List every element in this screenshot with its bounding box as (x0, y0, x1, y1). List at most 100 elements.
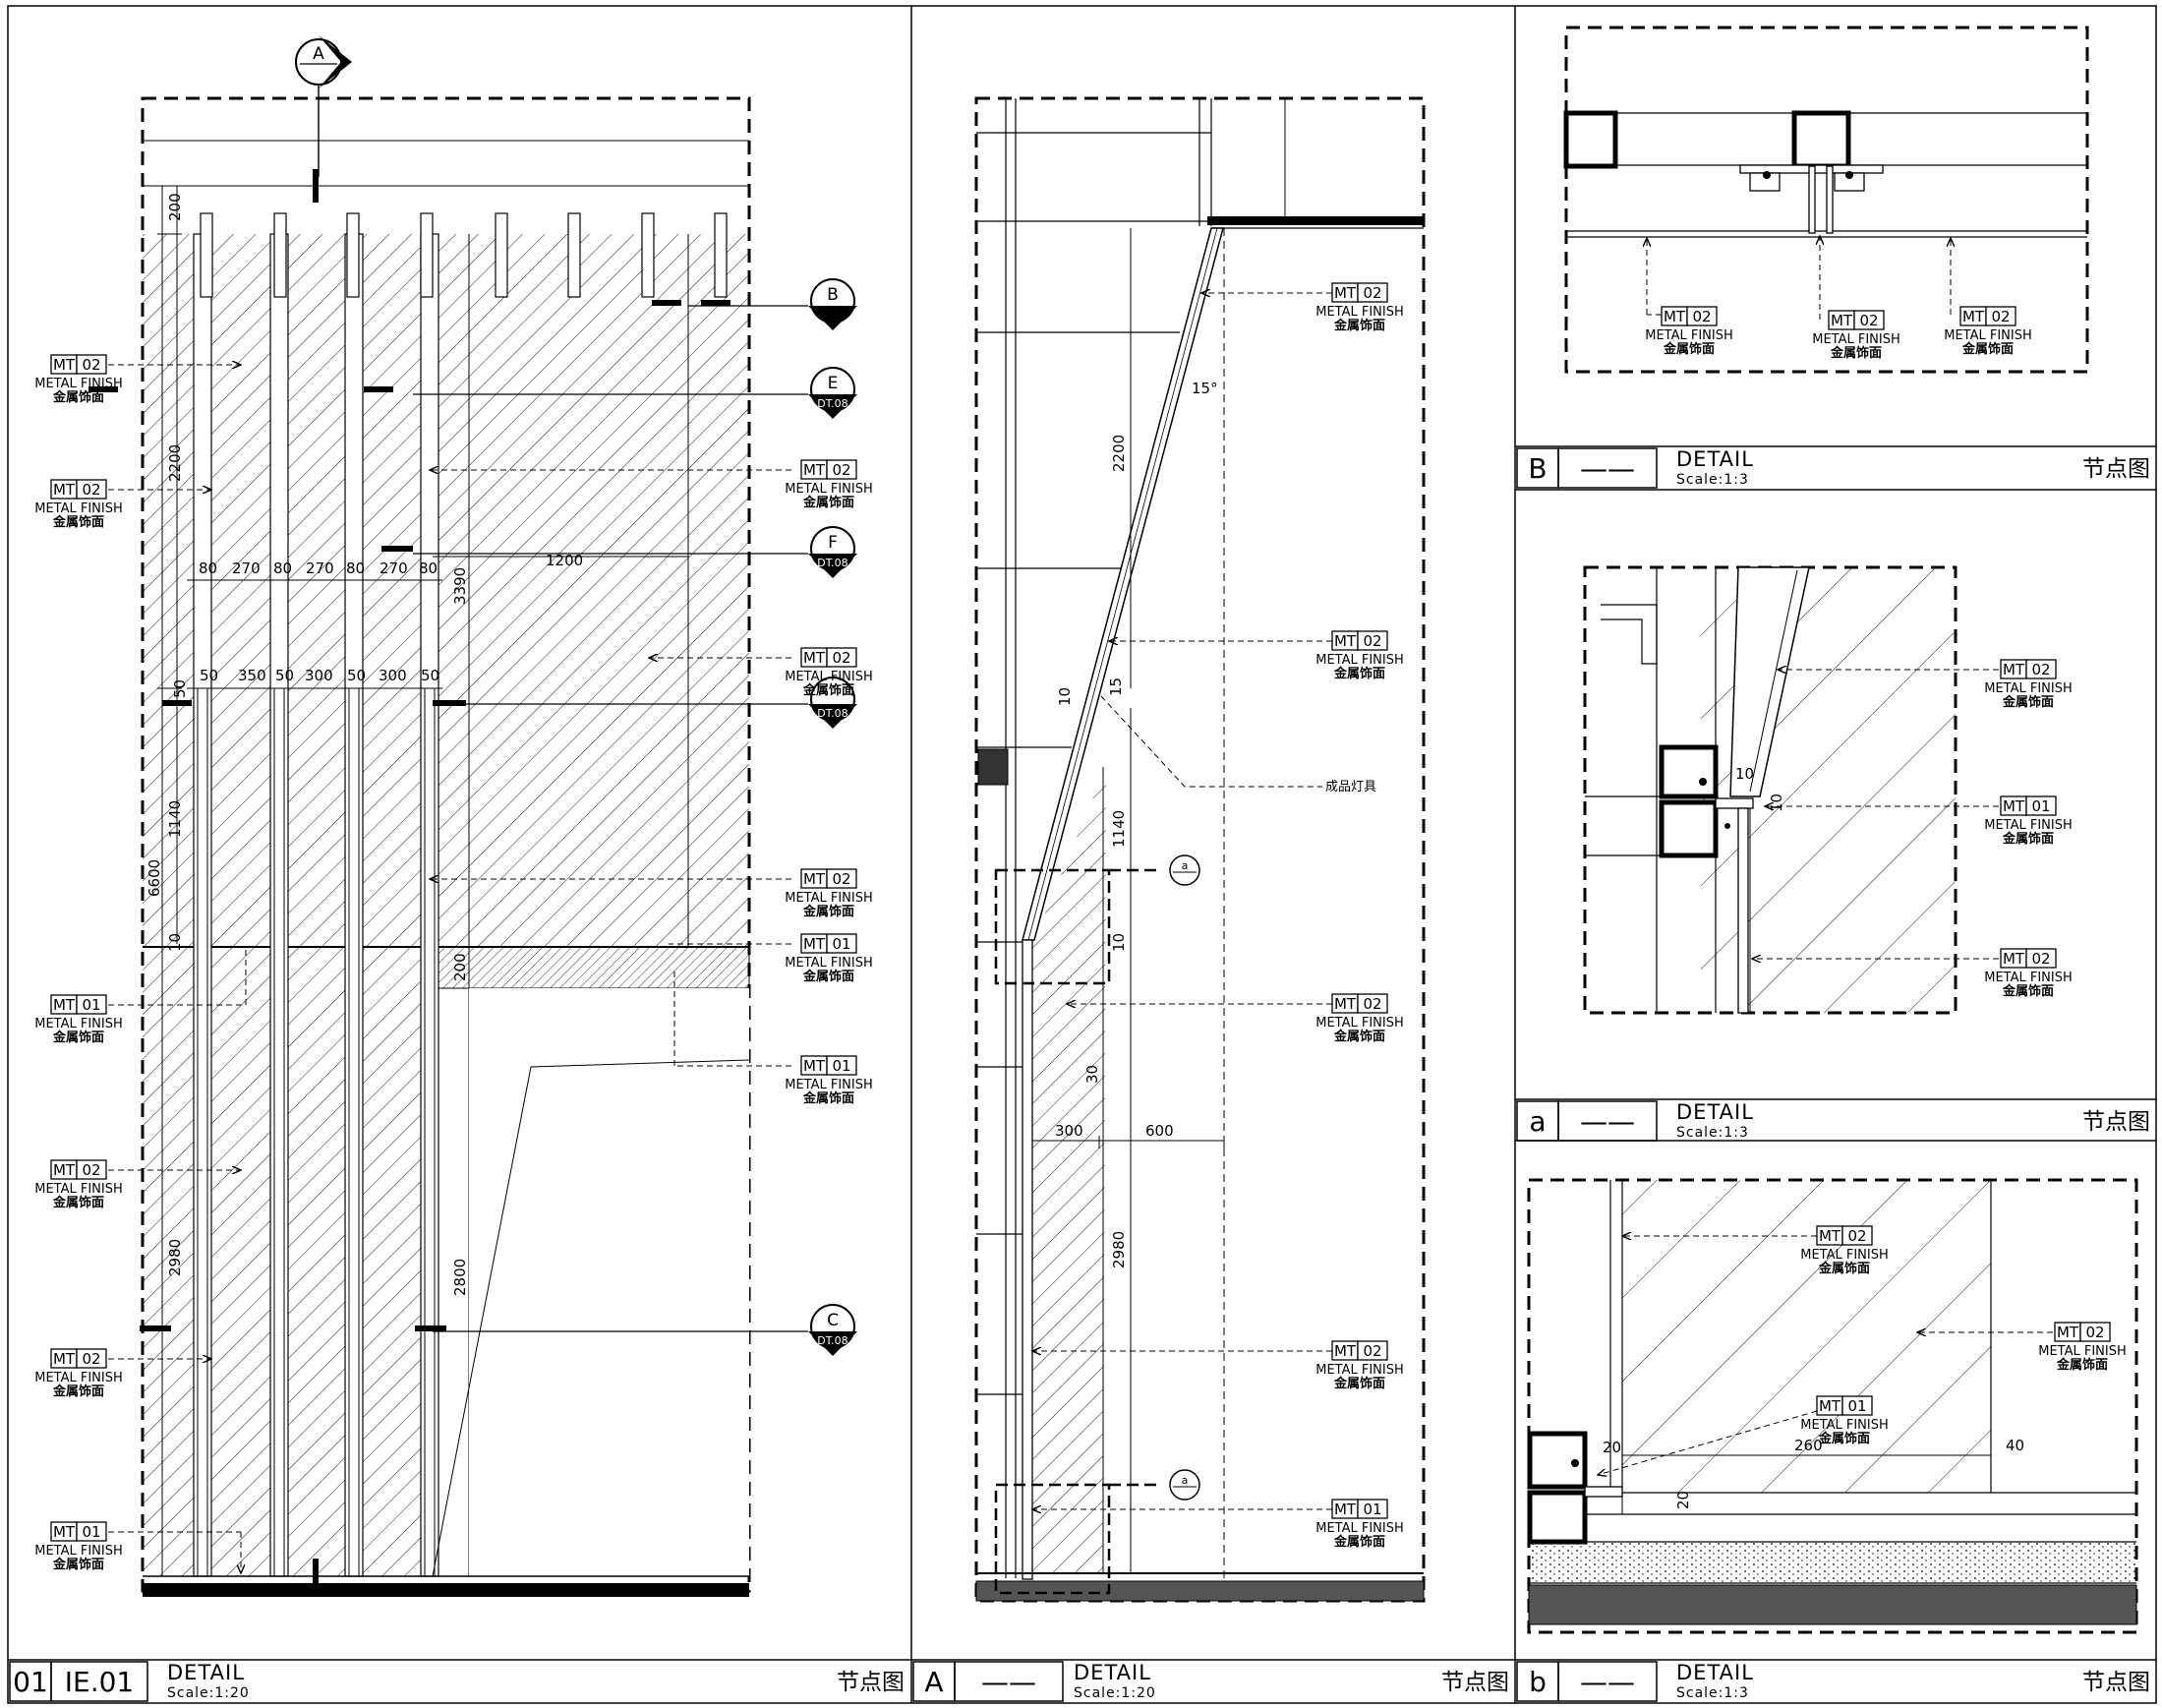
dim-b-40: 40 (2006, 1437, 2024, 1454)
material-code: MT (1334, 1342, 1357, 1360)
callout-a-upper[interactable]: a (1169, 854, 1200, 886)
panel-cn: 节点图 (2082, 1670, 2150, 1695)
panel-ref: —— (1580, 452, 1635, 485)
callout-D[interactable]: DT.08 (808, 677, 857, 729)
material-code: MT (803, 649, 826, 667)
material-code: MT (53, 1350, 76, 1368)
dim-angle: 15° (1192, 380, 1218, 397)
callout-C[interactable]: C DT.08 (808, 1304, 857, 1356)
callout-E[interactable]: E DT.08 (808, 367, 857, 419)
dim-bot-2: 350 (238, 667, 266, 684)
material-finish-cn: 金属饰面 (802, 495, 854, 510)
material-finish-en: METAL FINISH (1800, 1418, 1889, 1433)
material-number: 01 (82, 1523, 100, 1541)
dim-top-2: 80 (273, 560, 292, 577)
material-finish-cn: 金属饰面 (52, 1195, 104, 1210)
dim-b-260: 260 (1794, 1437, 1823, 1454)
material-finish-cn: 金属饰面 (2002, 694, 2054, 710)
material-finish-en: METAL FINISH (1315, 653, 1404, 668)
titleblock-B: B —— DETAIL Scale:1:3 节点图 (1515, 445, 2156, 489)
material-number: 01 (832, 1057, 850, 1075)
detail-b-drawing: 20 260 40 20 (1527, 1178, 2138, 1634)
callout-sheet: DT.08 (817, 707, 847, 720)
material-finish-en: METAL FINISH (34, 1371, 123, 1385)
dim-top-0: 80 (199, 560, 217, 577)
callout-F[interactable]: F DT.08 (808, 526, 857, 578)
section-drawing: 2200 15° 10 15 1140 10 30 300 600 2980 成… (974, 96, 1426, 1603)
material-code: MT (1819, 1227, 1841, 1245)
callout-letter: F (828, 533, 838, 553)
callout-sheet: DT.08 (817, 1334, 847, 1347)
detail-B-drawing (1563, 26, 2089, 374)
panel-title: DETAIL (1676, 447, 1754, 471)
panel-id: b (1529, 1666, 1547, 1698)
dim-a-10b: 10 (1768, 794, 1785, 812)
material-code: MT (2003, 661, 2025, 678)
fixture-note: 成品灯具 (1325, 780, 1376, 795)
material-finish-en: METAL FINISH (1944, 328, 2032, 343)
material-number: 02 (2031, 950, 2050, 968)
callout-B[interactable]: B (808, 278, 857, 330)
material-code: MT (2003, 950, 2025, 968)
panel-id: A (924, 1666, 943, 1698)
dim-bot-5: 50 (347, 667, 366, 684)
material-finish-cn: 金属饰面 (2002, 983, 2054, 999)
material-number: 01 (82, 996, 100, 1014)
dim-bot-0: 50 (171, 679, 189, 698)
panel-title: DETAIL (167, 1661, 245, 1684)
callout-a-lower[interactable]: a (1169, 1469, 1200, 1501)
material-finish-en: METAL FINISH (2038, 1344, 2127, 1359)
callout-sheet: DT.08 (817, 397, 847, 410)
material-code: MT (1334, 284, 1357, 302)
leaders-elevation (108, 365, 791, 1573)
material-finish-cn: 金属饰面 (52, 514, 104, 530)
material-number: 02 (1363, 632, 1381, 650)
material-number: 02 (1847, 1227, 1866, 1245)
panel-ref: —— (981, 1666, 1036, 1698)
callout-letter: B (827, 285, 839, 305)
titleblock-01: 01 IE.01 DETAIL Scale:1:20 节点图 (8, 1659, 911, 1702)
material-finish-en: METAL FINISH (34, 1544, 123, 1559)
material-finish-cn: 金属饰面 (52, 1384, 104, 1399)
material-finish-en: METAL FINISH (785, 1078, 873, 1092)
material-code: MT (1334, 1501, 1357, 1518)
titleblock-b: b —— DETAIL Scale:1:3 节点图 (1515, 1659, 2156, 1702)
material-number: 02 (82, 1161, 100, 1179)
material-number: 02 (1692, 308, 1711, 325)
material-finish-cn: 金属饰面 (802, 682, 854, 698)
dim-sec-600: 600 (1145, 1122, 1174, 1140)
panel-cn: 节点图 (2082, 456, 2150, 482)
panel-title: DETAIL (1676, 1661, 1754, 1684)
material-number: 02 (832, 870, 850, 888)
material-finish-cn: 金属饰面 (52, 389, 104, 405)
elevation-drawing: A (88, 35, 808, 1597)
callout-letter: a (1182, 1474, 1189, 1487)
panel-ref: IE.01 (65, 1666, 134, 1698)
detail-a-drawing: 10 10 (1583, 565, 1999, 1015)
panel-cn: 节点图 (1441, 1670, 1509, 1695)
material-finish-en: METAL FINISH (1984, 681, 2073, 696)
material-number: 02 (1991, 308, 2010, 325)
panel-id: a (1529, 1105, 1546, 1138)
material-number: 02 (82, 481, 100, 499)
material-number: 02 (1363, 995, 1381, 1013)
material-finish-en: METAL FINISH (1984, 818, 2073, 833)
section-mark-A: A (295, 35, 352, 203)
material-number: 01 (832, 935, 850, 953)
material-finish-en: METAL FINISH (34, 501, 123, 516)
material-code: MT (1831, 312, 1853, 329)
dim-2800: 2800 (451, 1259, 469, 1296)
material-number: 01 (1847, 1397, 1866, 1415)
dim-bot-6: 300 (379, 667, 407, 684)
material-finish-cn: 金属饰面 (1818, 1431, 1870, 1446)
